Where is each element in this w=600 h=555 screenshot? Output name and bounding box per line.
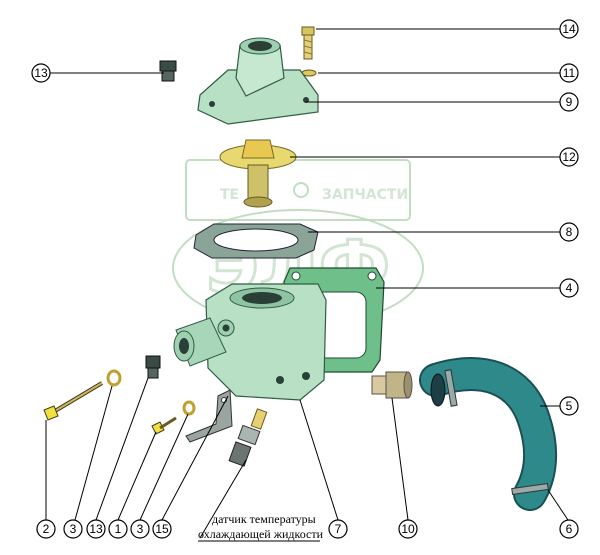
plug-13-top xyxy=(159,60,177,82)
svg-text:3: 3 xyxy=(137,522,144,536)
caption-line1: датчик температуры xyxy=(212,512,316,526)
thermostat-housing-7 xyxy=(173,283,327,401)
caption-line2: охлаждающей жидкости xyxy=(198,527,324,541)
svg-text:6: 6 xyxy=(566,522,573,536)
svg-text:4: 4 xyxy=(566,281,573,295)
washer-3b xyxy=(182,400,196,416)
callout-13-bottom: 13 xyxy=(86,519,106,539)
washer-3a xyxy=(106,369,122,387)
callout-8: 8 xyxy=(559,222,579,242)
short-bolt-1 xyxy=(151,416,177,435)
gear-icon xyxy=(293,182,309,198)
sensor-caption: датчик температуры охлаждающей жидкости xyxy=(198,512,324,542)
callout-3-first: 3 xyxy=(63,519,83,539)
bolt-14 xyxy=(301,26,315,60)
svg-text:1: 1 xyxy=(115,522,122,536)
callout-9: 9 xyxy=(559,92,579,112)
svg-text:13: 13 xyxy=(89,522,103,536)
callout-14-top: 14 xyxy=(559,19,579,39)
svg-text:15: 15 xyxy=(155,522,169,536)
svg-text:3: 3 xyxy=(70,522,77,536)
watermark-left-text: ТЕ xyxy=(220,187,239,203)
svg-text:2: 2 xyxy=(43,522,50,536)
callout-6: 6 xyxy=(559,519,579,539)
gasket-8 xyxy=(193,223,319,259)
svg-text:9: 9 xyxy=(566,95,573,109)
callout-12: 12 xyxy=(559,147,579,167)
callout-5: 5 xyxy=(559,396,579,416)
watermark-right-text: ЗАПЧАСТИ xyxy=(322,187,408,203)
callout-1: 1 xyxy=(108,519,128,539)
plug-13-lower xyxy=(145,355,161,379)
callout-2: 2 xyxy=(36,519,56,539)
thermostat-12 xyxy=(219,139,297,208)
callout-11: 11 xyxy=(559,63,579,83)
svg-text:11: 11 xyxy=(563,66,576,80)
callout-7: 7 xyxy=(328,519,348,539)
callout-4: 4 xyxy=(559,278,579,298)
svg-text:13: 13 xyxy=(34,66,48,80)
leader-lines xyxy=(45,28,569,539)
svg-text:12: 12 xyxy=(562,150,576,164)
bracket-15 xyxy=(185,389,233,443)
callout-10: 10 xyxy=(398,519,418,539)
fitting-10 xyxy=(371,371,413,399)
thermostat-cover-9 xyxy=(197,37,319,125)
callout-15: 15 xyxy=(152,519,172,539)
callout-13-top: 13 xyxy=(31,63,51,83)
hose-5 xyxy=(419,357,558,511)
temperature-sensor xyxy=(228,408,268,467)
svg-text:8: 8 xyxy=(566,225,573,239)
svg-text:5: 5 xyxy=(566,399,573,413)
svg-text:10: 10 xyxy=(401,522,415,536)
svg-text:14: 14 xyxy=(562,22,576,36)
long-bolt-2 xyxy=(43,381,104,421)
svg-text:7: 7 xyxy=(335,522,342,536)
callout-3-second: 3 xyxy=(130,519,150,539)
